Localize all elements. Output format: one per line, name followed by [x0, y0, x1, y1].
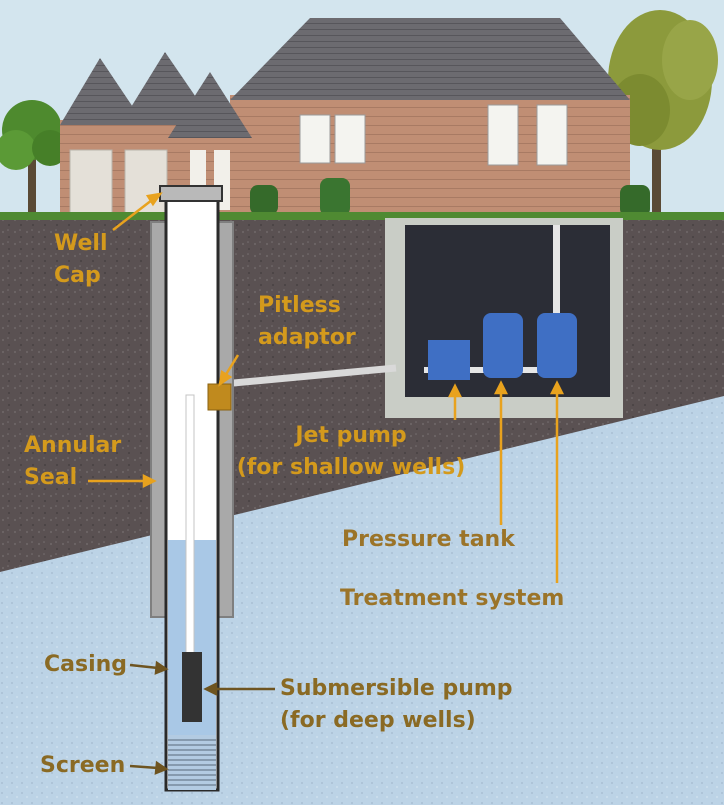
label-submersible-pump-line1: Submersible pump — [280, 676, 513, 701]
label-submersible-pump: Submersible pump (for deep wells) — [280, 673, 513, 737]
tree-left — [0, 100, 68, 220]
well-screen — [168, 735, 216, 790]
label-jet-pump-line1: Jet pump — [295, 423, 407, 448]
label-treatment-system: Treatment system — [340, 586, 565, 611]
tree-right — [608, 10, 718, 220]
treatment-system — [537, 313, 577, 378]
label-jet-pump-line2: (for shallow wells) — [236, 455, 466, 480]
label-pitless-adaptor-line1: Pitless — [258, 293, 341, 318]
submersible-pump — [182, 652, 202, 722]
label-jet-pump: Jet pump (for shallow wells) — [236, 420, 466, 484]
label-annular-seal-line1: Annular — [24, 433, 122, 458]
label-pressure-tank: Pressure tank — [342, 527, 515, 552]
label-submersible-pump-line2: (for deep wells) — [280, 708, 476, 733]
pitless-adaptor — [207, 383, 232, 411]
label-well-cap-line2: Cap — [54, 263, 101, 288]
label-pitless-adaptor: Pitless adaptor — [258, 290, 356, 354]
label-well-cap: Well Cap — [54, 228, 108, 292]
label-pitless-adaptor-line2: adaptor — [258, 325, 356, 350]
label-screen: Screen — [40, 753, 126, 778]
jet-pump — [428, 340, 470, 380]
leader-lines-dark — [129, 660, 275, 775]
pressure-tank — [483, 313, 523, 378]
label-well-cap-line1: Well — [54, 231, 108, 256]
well-cap — [159, 185, 223, 202]
label-casing: Casing — [44, 652, 128, 677]
leader-lines — [88, 192, 565, 583]
label-annular-seal-line2: Seal — [24, 465, 78, 490]
label-annular-seal: Annular Seal — [24, 430, 121, 494]
